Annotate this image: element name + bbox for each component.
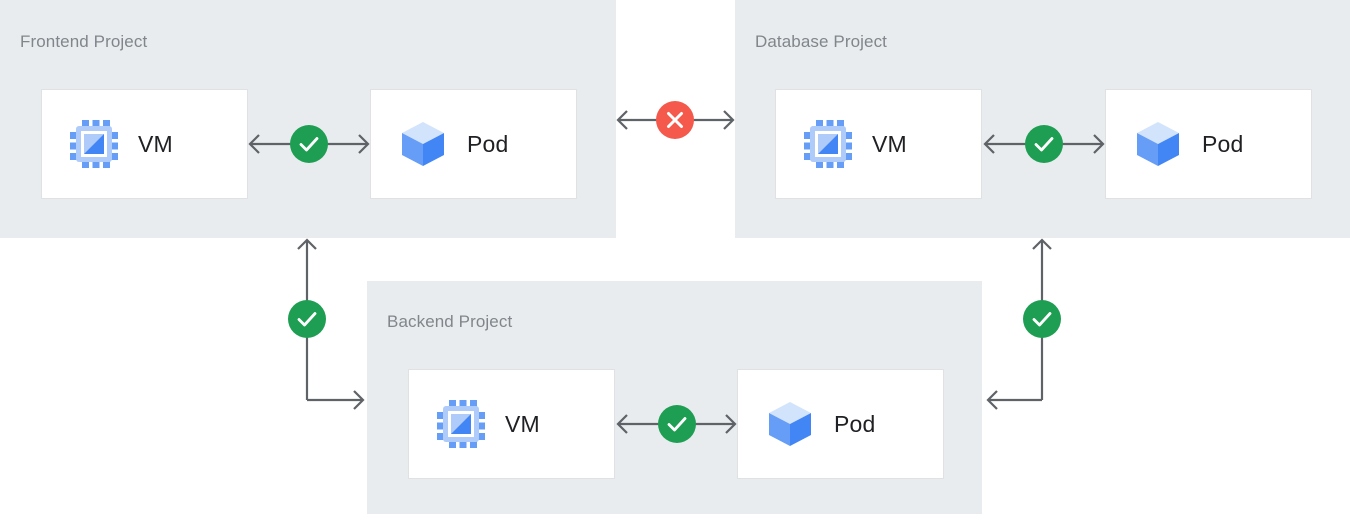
status-badge-database-vm-pod[interactable] xyxy=(1025,125,1063,163)
card-label: VM xyxy=(505,410,540,437)
check-icon xyxy=(1034,137,1054,152)
pod-cube-icon xyxy=(764,398,816,450)
card-database-vm[interactable]: VM xyxy=(775,89,982,199)
status-badge-frontend-database[interactable] xyxy=(656,101,694,139)
vm-chip-icon xyxy=(435,398,487,450)
status-badge-database-backend[interactable] xyxy=(1023,300,1061,338)
card-label: VM xyxy=(872,130,907,157)
check-icon xyxy=(297,312,317,327)
card-label: Pod xyxy=(467,130,509,157)
panel-title-database: Database Project xyxy=(755,32,888,51)
vm-chip-icon xyxy=(68,118,120,170)
pod-cube-icon xyxy=(397,118,449,170)
card-label: Pod xyxy=(834,410,876,437)
panel-title-frontend: Frontend Project xyxy=(20,32,148,51)
check-icon xyxy=(667,417,687,432)
status-badge-frontend-vm-pod[interactable] xyxy=(290,125,328,163)
x-icon xyxy=(667,112,683,128)
card-backend-vm[interactable]: VM xyxy=(408,369,615,479)
vm-chip-icon xyxy=(802,118,854,170)
pod-cube-icon xyxy=(1132,118,1184,170)
status-badge-backend-vm-pod[interactable] xyxy=(658,405,696,443)
card-label: Pod xyxy=(1202,130,1244,157)
card-backend-pod[interactable]: Pod xyxy=(737,369,944,479)
status-badge-frontend-backend[interactable] xyxy=(288,300,326,338)
panel-title-backend: Backend Project xyxy=(387,312,513,331)
card-label: VM xyxy=(138,130,173,157)
card-database-pod[interactable]: Pod xyxy=(1105,89,1312,199)
card-frontend-pod[interactable]: Pod xyxy=(370,89,577,199)
check-icon xyxy=(299,137,319,152)
card-frontend-vm[interactable]: VM xyxy=(41,89,248,199)
check-icon xyxy=(1032,312,1052,327)
